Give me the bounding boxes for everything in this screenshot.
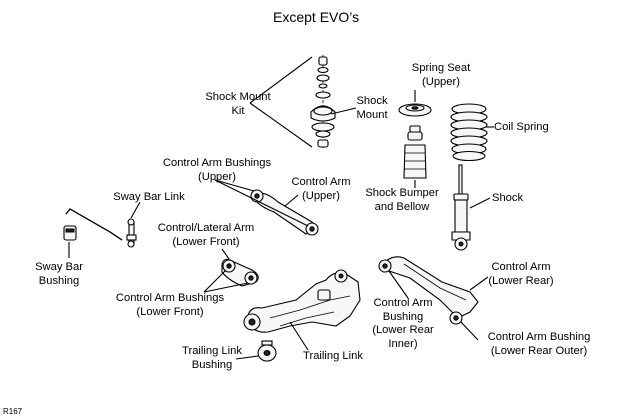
trailing-link-bushing-drawing: [235, 340, 277, 362]
label-trailing-link: Trailing Link: [303, 350, 363, 362]
label-control-arm-lower-rear: Control Arm (Lower Rear): [488, 261, 554, 287]
shock-bumper-drawing: [403, 125, 427, 188]
trailing-link-drawing: [243, 269, 361, 351]
label-sway-bar-link: Sway Bar Link: [113, 191, 185, 203]
label-control-arm-bushings-lower-front: Control Arm Bushings (Lower Front): [115, 292, 225, 318]
label-control-arm-upper: Control Arm (Upper): [291, 176, 351, 202]
label-coil-spring: Coil Spring: [494, 121, 549, 133]
shock-drawing: [451, 164, 491, 251]
label-shock-bumper-bellow: Shock Bumper and Bellow: [365, 187, 439, 213]
label-shock: Shock: [492, 192, 524, 204]
label-shock-mount: Shock Mount: [356, 95, 388, 121]
upper-control-arm-drawing: [214, 179, 319, 236]
page-title: Except EVO’s: [273, 9, 360, 25]
label-trailing-link-bushing: Trailing Link Bushing: [182, 345, 242, 371]
shock-mount-kit-drawing: [249, 55, 357, 148]
label-control-lateral-arm-lower-front: Control/Lateral Arm (Lower Front): [157, 222, 255, 248]
sway-bar-drawing: [63, 201, 141, 258]
lower-rear-arm-drawing: [378, 256, 489, 341]
label-shock-mount-kit: Shock Mount Kit: [205, 91, 271, 117]
coil-spring-drawing: [450, 103, 494, 162]
spring-seat-drawing: [398, 90, 432, 117]
label-sway-bar-bushing: Sway Bar Bushing: [35, 261, 83, 287]
lower-front-arm-drawing: [203, 248, 259, 293]
reference-code: R167: [3, 407, 23, 416]
label-control-arm-bushings-upper: Control Arm Bushings (Upper): [162, 157, 272, 183]
label-control-arm-bushing-lower-rear-inner: Control Arm Bushing (Lower Rear Inner): [372, 297, 434, 350]
label-control-arm-bushing-lower-rear-outer: Control Arm Bushing (Lower Rear Outer): [487, 331, 591, 357]
label-spring-seat-upper: Spring Seat (Upper): [411, 62, 471, 88]
